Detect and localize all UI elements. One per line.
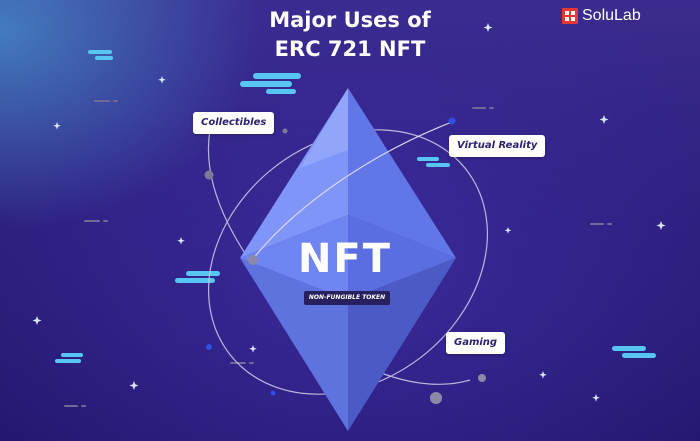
cloud-shape [622,353,656,358]
gem-center-right [348,215,456,300]
star-icon [129,381,139,390]
cloud-shape [426,163,450,167]
title-line-2: ERC 721 NFT [274,37,426,61]
orbit-node [248,255,258,265]
star-icon [504,227,512,234]
brand-name: SoluLab [582,7,641,24]
use-tag-collectibles: Collectibles [193,112,275,134]
solulab-logo-icon [562,8,578,24]
orbit-node [448,117,456,125]
dash-mark [249,362,254,364]
nft-sublabel: NON-FUNGIBLE TOKEN [304,291,390,305]
cloud-shape [95,56,113,60]
star-icon [158,76,166,84]
star-icon [32,316,42,325]
gem-upper-right [348,88,456,258]
dashes [64,100,612,407]
orbit-node [206,344,212,350]
orbit-ring-large [208,129,488,395]
brand-logo: SoluLab [562,6,641,26]
dash-mark [590,223,604,225]
orbit-front-line [251,121,453,261]
star-icon [249,345,257,353]
star-icon [592,394,600,402]
dash-mark [84,220,100,222]
dash-mark [113,100,118,102]
gem-highlight [300,88,348,168]
nft-label: NFT [297,236,393,282]
cloud-shape [253,73,301,79]
stars [32,23,666,402]
cloud-shape [186,271,220,276]
dash-mark [64,405,78,407]
star-icon [599,115,609,124]
use-tag-gaming: Gaming [446,332,506,354]
dash-mark [103,220,108,222]
star-icon [539,371,547,379]
gem-upper-left [240,88,348,258]
title-line-1: Major Uses of [269,8,431,32]
cloud-shape [61,353,83,357]
orbit-nodes [204,117,486,404]
cloud-shape [266,89,296,94]
orbit-node [478,374,486,382]
star-icon [177,237,185,245]
clouds [55,50,656,363]
dash-mark [472,107,486,109]
use-tag-virtual-reality: Virtual Reality [449,135,546,157]
orbit-node [282,128,288,134]
cloud-shape [612,346,646,351]
cloud-shape [55,359,81,363]
orbit-node [270,390,276,396]
dash-mark [94,100,110,102]
cloud-shape [240,81,292,87]
gem-center-left [240,215,348,300]
dash-mark [607,223,612,225]
star-icon [656,221,666,230]
orbit-node [204,170,214,180]
star-icon [53,122,61,130]
dash-mark [489,107,494,109]
cloud-shape [175,278,215,283]
orbit-node [430,392,442,404]
cloud-shape [88,50,112,54]
dash-mark [81,405,86,407]
star-icon [483,23,493,32]
cloud-shape [417,157,439,161]
page-title: Major Uses of ERC 721 NFT [200,6,500,64]
